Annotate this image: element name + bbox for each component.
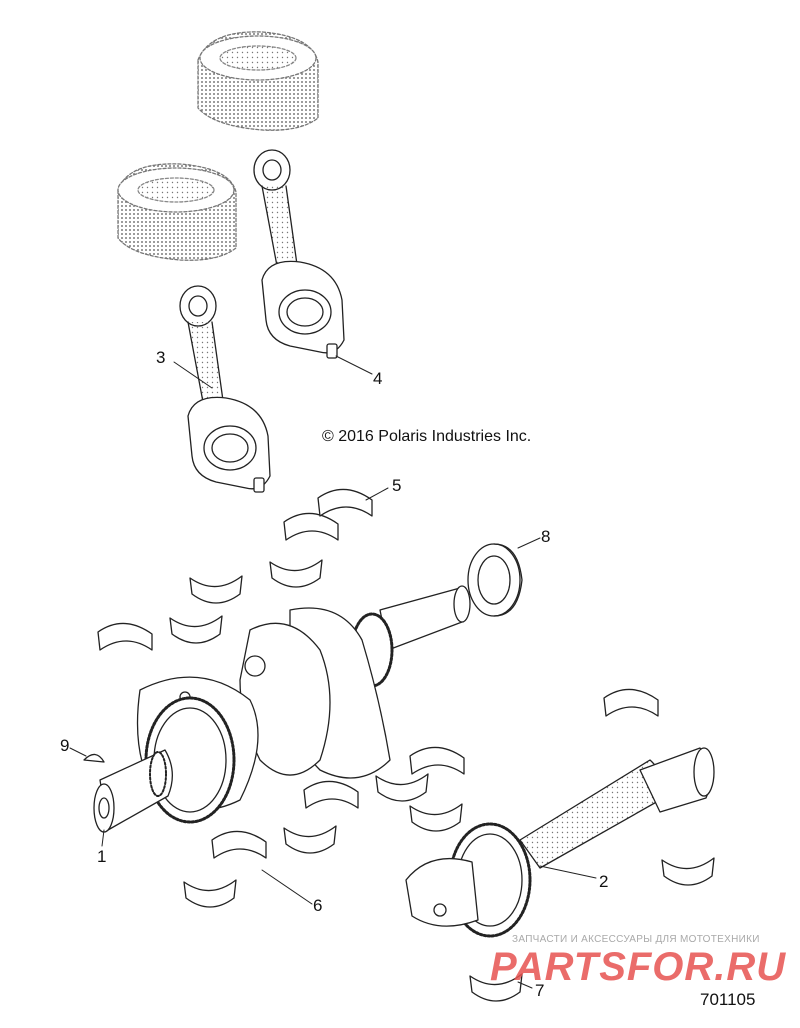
bearing-shell-7 (469, 973, 523, 1002)
crankshaft (93, 585, 471, 833)
connecting-rod-rear (253, 149, 345, 359)
callout-6: 6 (313, 896, 323, 915)
callout-4: 4 (373, 369, 383, 388)
piston-rear (197, 31, 319, 131)
woodruff-key (83, 753, 105, 763)
watermark-tagline: ЗАПЧАСТИ И АКСЕССУАРЫ ДЛЯ МОТОТЕХНИКИ (512, 934, 760, 945)
watermark-logo: PARTSFOR.RU (490, 945, 787, 989)
main-bearing-shells (97, 615, 715, 908)
balance-shaft (405, 747, 715, 938)
callout-1: 1 (97, 847, 107, 866)
callout-5: 5 (392, 476, 402, 495)
piston-front (117, 163, 237, 261)
rod-bearing-shells (189, 488, 373, 604)
callout-9: 9 (60, 736, 70, 755)
oil-seal (467, 543, 523, 617)
callout-2: 2 (599, 872, 609, 891)
callout-8: 8 (541, 527, 551, 546)
copyright-notice: © 2016 Polaris Industries Inc. (322, 428, 532, 445)
leader-lines (69, 355, 597, 989)
callout-7: 7 (535, 981, 545, 1000)
figure-number: 701105 (700, 990, 756, 1009)
connecting-rod-front (179, 285, 271, 493)
callout-3: 3 (156, 348, 166, 367)
